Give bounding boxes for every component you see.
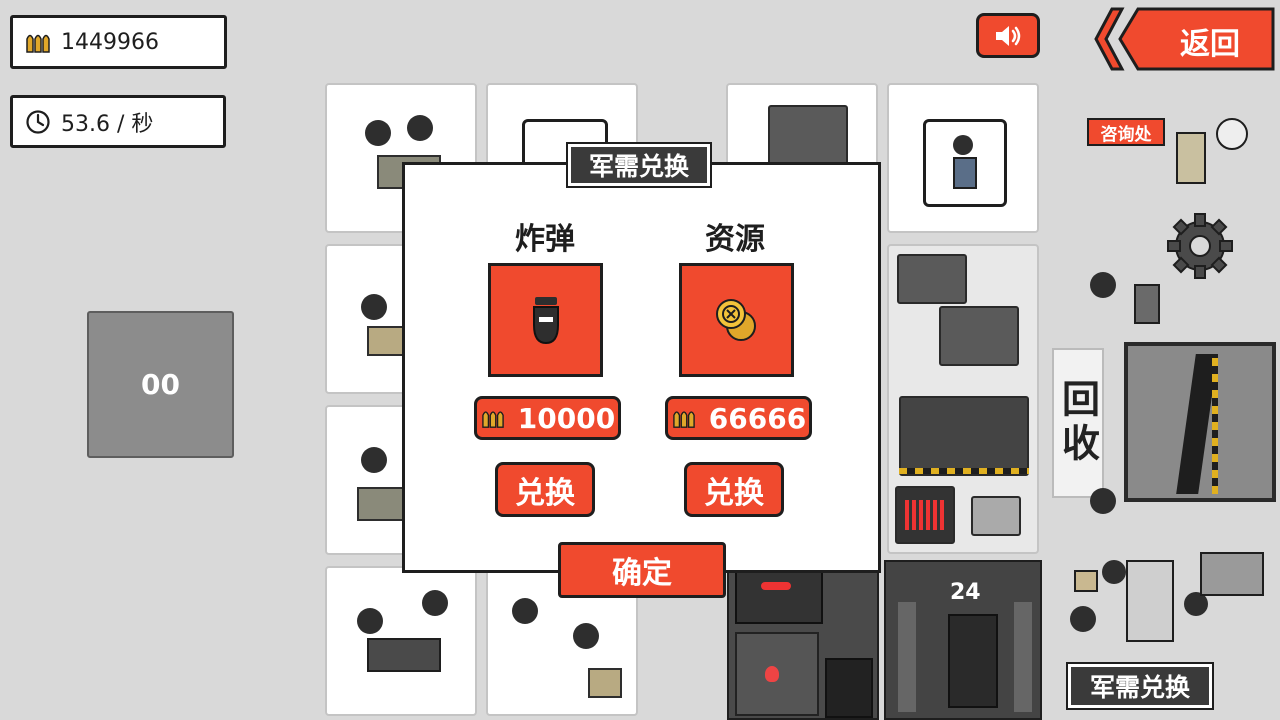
info-desk-label: 咨询处 <box>1100 124 1152 145</box>
machine <box>971 496 1021 536</box>
soldier-body <box>953 157 977 189</box>
exchange-dialog <box>402 162 881 573</box>
military-exchange-sign[interactable]: 军需兑换 <box>1066 662 1214 710</box>
worker-figure <box>357 608 383 634</box>
back-label: 返回 <box>1180 27 1240 62</box>
soldier-head <box>953 135 973 155</box>
ammo-counter: 1449966 <box>10 15 227 69</box>
machine <box>768 105 848 165</box>
desk <box>367 638 441 672</box>
clerk-figure <box>1216 118 1248 150</box>
bullets-icon <box>482 411 504 428</box>
machinery-room[interactable] <box>887 244 1039 554</box>
supply-box <box>1074 570 1098 592</box>
dialog-title: 军需兑换 <box>588 152 689 181</box>
info-desk-sign[interactable]: 咨询处 <box>1087 118 1165 146</box>
machine <box>1134 284 1160 324</box>
garage-door <box>948 614 998 708</box>
machine <box>735 570 823 624</box>
price-tag-resources: 66666 <box>665 396 812 440</box>
exchange-button-resources[interactable]: 兑换 <box>684 462 784 517</box>
door-panel <box>825 658 873 718</box>
military-exchange-label: 军需兑换 <box>1089 673 1190 702</box>
worker-figure <box>407 115 433 141</box>
sound-button[interactable] <box>976 13 1040 58</box>
coins-icon <box>715 299 756 341</box>
warning-light <box>761 582 791 590</box>
exchange-button-label: 兑换 <box>704 475 764 511</box>
info-desk-counter <box>1176 132 1206 184</box>
soldier-figure <box>1070 606 1096 632</box>
item-card-bomb[interactable] <box>488 263 603 377</box>
supply-crate <box>1200 552 1264 596</box>
worker-figure <box>512 598 538 624</box>
soldier-figure <box>1184 592 1208 616</box>
exchange-button-label: 兑换 <box>515 475 575 511</box>
hazard-stripe <box>899 468 1029 474</box>
crates <box>588 668 622 698</box>
bullets-icon <box>26 34 50 53</box>
confirm-button[interactable]: 确定 <box>558 542 726 598</box>
hazard-stripe <box>1212 354 1218 494</box>
bomb-icon <box>532 297 559 345</box>
soldier-figure <box>1090 272 1116 298</box>
worker-figure <box>361 294 387 320</box>
item-card-resources[interactable] <box>679 263 794 377</box>
recycle-label: 回收 <box>1055 379 1100 467</box>
garage-room[interactable]: 24 <box>884 560 1042 720</box>
price-value: 66666 <box>708 401 807 435</box>
exchange-button-bomb[interactable]: 兑换 <box>495 462 595 517</box>
clock-icon <box>26 109 50 134</box>
worker-figure <box>422 590 448 616</box>
equipment-room[interactable] <box>727 560 879 720</box>
supply-cabinet <box>1126 560 1174 642</box>
item-name: 资源 <box>705 222 765 257</box>
heater-grill <box>905 500 945 530</box>
back-button[interactable]: 返回 <box>1090 6 1276 72</box>
back-arrow-shape <box>1094 7 1275 71</box>
price-tag-bomb: 10000 <box>474 396 621 440</box>
income-rate: 53.6 / 秒 <box>10 95 226 148</box>
worker-figure <box>361 447 387 473</box>
price-value: 10000 <box>517 401 616 435</box>
side-rail <box>1014 602 1032 712</box>
counter-block[interactable]: 00 <box>87 311 234 458</box>
side-rail <box>898 602 916 712</box>
dialog-title-tag: 军需兑换 <box>566 142 712 188</box>
heater <box>895 486 955 544</box>
flame-icon <box>765 666 779 682</box>
machine <box>897 254 967 304</box>
machine <box>899 396 1029 476</box>
settings-gear-icon[interactable] <box>1164 210 1236 282</box>
counter-value: 00 <box>141 368 180 401</box>
machine <box>939 306 1019 366</box>
room-number: 24 <box>950 580 981 605</box>
item-name: 炸弹 <box>515 222 575 257</box>
room-tile[interactable] <box>325 566 477 716</box>
worker-figure <box>573 623 599 649</box>
room-tile[interactable] <box>887 83 1039 233</box>
ammo-value: 1449966 <box>61 29 159 55</box>
vault-door[interactable] <box>1124 342 1276 502</box>
soldier-figure <box>1090 488 1116 514</box>
speaker-icon <box>996 25 1021 46</box>
worker-figure <box>365 120 391 146</box>
income-value: 53.6 / 秒 <box>61 111 154 137</box>
soldier-figure <box>1102 560 1126 584</box>
confirm-label: 确定 <box>612 556 672 591</box>
recycle-sign[interactable]: 回收 <box>1052 348 1104 498</box>
bullets-icon <box>673 411 695 428</box>
